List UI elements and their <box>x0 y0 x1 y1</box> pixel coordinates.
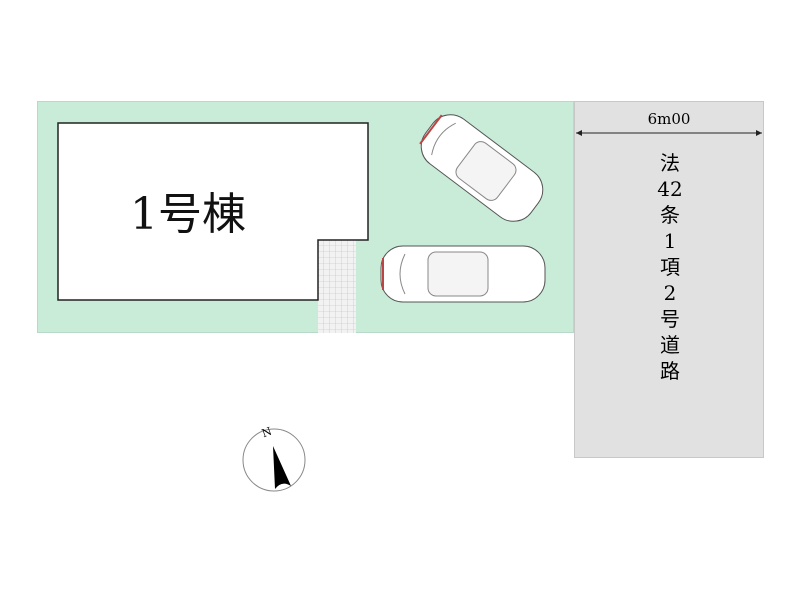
north-compass-icon <box>242 428 306 492</box>
building-outline <box>57 122 369 301</box>
car-icon <box>380 245 546 303</box>
car-icon <box>419 114 544 222</box>
road-name-char: 法 <box>660 151 680 175</box>
road-name-char: 1 <box>663 229 677 253</box>
road-name-char: 項 <box>660 255 680 279</box>
road-name-label: 法 42 条 1 項 2 号 道 路 <box>650 150 690 384</box>
road-area <box>574 101 764 458</box>
road-name-char: 条 <box>660 203 680 227</box>
dimension-arrow <box>576 130 762 136</box>
road-name-char: 号 <box>660 307 680 331</box>
approach-paving <box>318 240 356 333</box>
road-name-char: 42 <box>657 177 683 201</box>
road-name-char: 道 <box>660 333 680 357</box>
road-name-char: 路 <box>660 359 680 383</box>
road-name-char: 2 <box>663 281 677 305</box>
building-label: 1号棟 <box>130 189 246 240</box>
road-width-label: 6m00 <box>647 110 691 128</box>
